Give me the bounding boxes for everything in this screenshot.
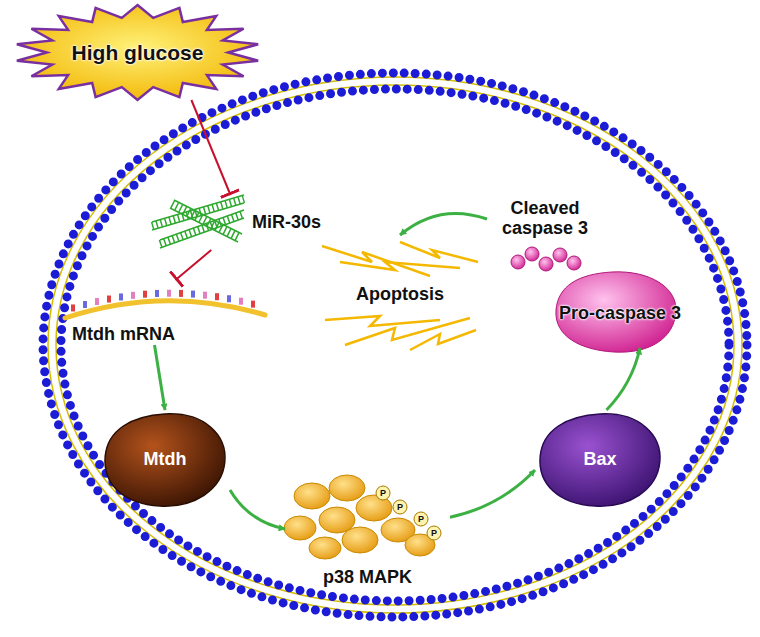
p38-cluster (284, 475, 441, 559)
protein-blob: Bax (535, 410, 665, 510)
protein-blob: Mtdh (100, 410, 230, 510)
phosphate-mark: P (415, 513, 427, 525)
activation-arrow (450, 470, 535, 517)
node-text: Cleaved caspase 3 (487, 199, 603, 239)
apoptosis-label: Apoptosis (320, 235, 480, 355)
node-text: Bax (583, 450, 616, 470)
kinase-label: p38 MAPK (285, 470, 450, 588)
procaspase-label: Pro-caspase 3 (520, 280, 720, 348)
phosphate-mark: P (394, 501, 406, 513)
stimulus-burst: High glucose (15, 5, 260, 100)
node-text: MiR-30s (252, 213, 321, 233)
inhibition-line (191, 100, 230, 195)
activation-arrow (607, 348, 641, 410)
mirna-label: MiR-30s (150, 195, 325, 250)
node-text: Apoptosis (356, 285, 444, 305)
cleaved-caspase-label: Cleaved caspase 3 (487, 195, 603, 275)
inhibition-line (176, 250, 212, 280)
phosphate-mark: P (377, 487, 389, 499)
activation-arrow (155, 345, 166, 410)
activation-arrow (400, 213, 487, 235)
node-text: Mtdh mRNA (72, 325, 175, 345)
node-text: Pro-caspase 3 (559, 304, 681, 324)
mrna-label: Mtdh mRNA (60, 280, 270, 345)
mirna-strands (152, 195, 244, 248)
phosphate-mark: P (428, 527, 440, 539)
node-text: p38 MAPK (323, 568, 412, 588)
cleaved-caspase-pieces (511, 247, 581, 271)
mrna-strand (65, 290, 265, 318)
cell-membrane (43, 73, 747, 617)
node-text: Mtdh (144, 450, 187, 470)
apoptosis-lightning (322, 242, 478, 350)
node-text: High glucose (72, 41, 204, 64)
activation-arrow (230, 490, 285, 529)
